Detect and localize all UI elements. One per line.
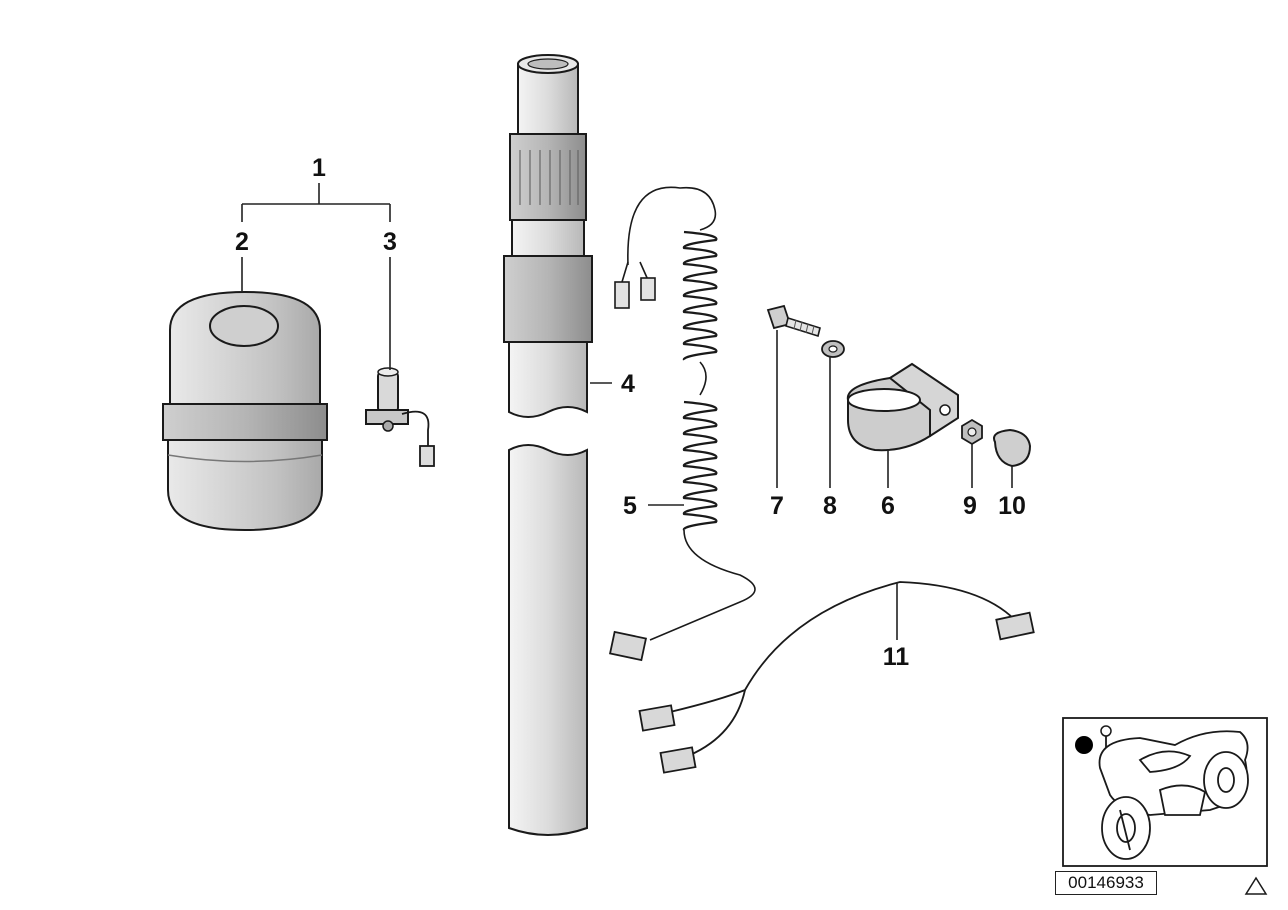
callout-9: 9 [963,492,977,520]
motorcycle-thumbnail-icon [1062,717,1268,867]
callout-5: 5 [623,492,637,520]
washer [821,340,845,358]
hex-nut [961,418,983,446]
bulb-holder [365,367,435,467]
callout-2: 2 [235,228,249,256]
wiring-harness [638,581,1035,774]
callout-7: 7 [770,492,784,520]
callout-10: 10 [998,492,1026,520]
end-cap [993,428,1032,468]
beacon-lamp [162,290,328,532]
telescopic-pole [503,54,593,836]
callout-1: 1 [312,154,326,182]
bolt [766,304,821,338]
warning-triangle-icon [1244,876,1268,895]
callout-8: 8 [823,492,837,520]
coiled-cable [608,186,756,662]
clamp-bracket [846,362,959,452]
callout-4: 4 [621,370,635,398]
callout-numbers: 1 2 3 4 5 7 8 6 9 10 11 [235,154,1026,671]
leader-lines [241,183,1013,640]
callout-3: 3 [383,228,397,256]
document-id-label: 00146933 [1055,871,1157,895]
callout-6: 6 [881,492,895,520]
callout-11: 11 [883,643,910,671]
